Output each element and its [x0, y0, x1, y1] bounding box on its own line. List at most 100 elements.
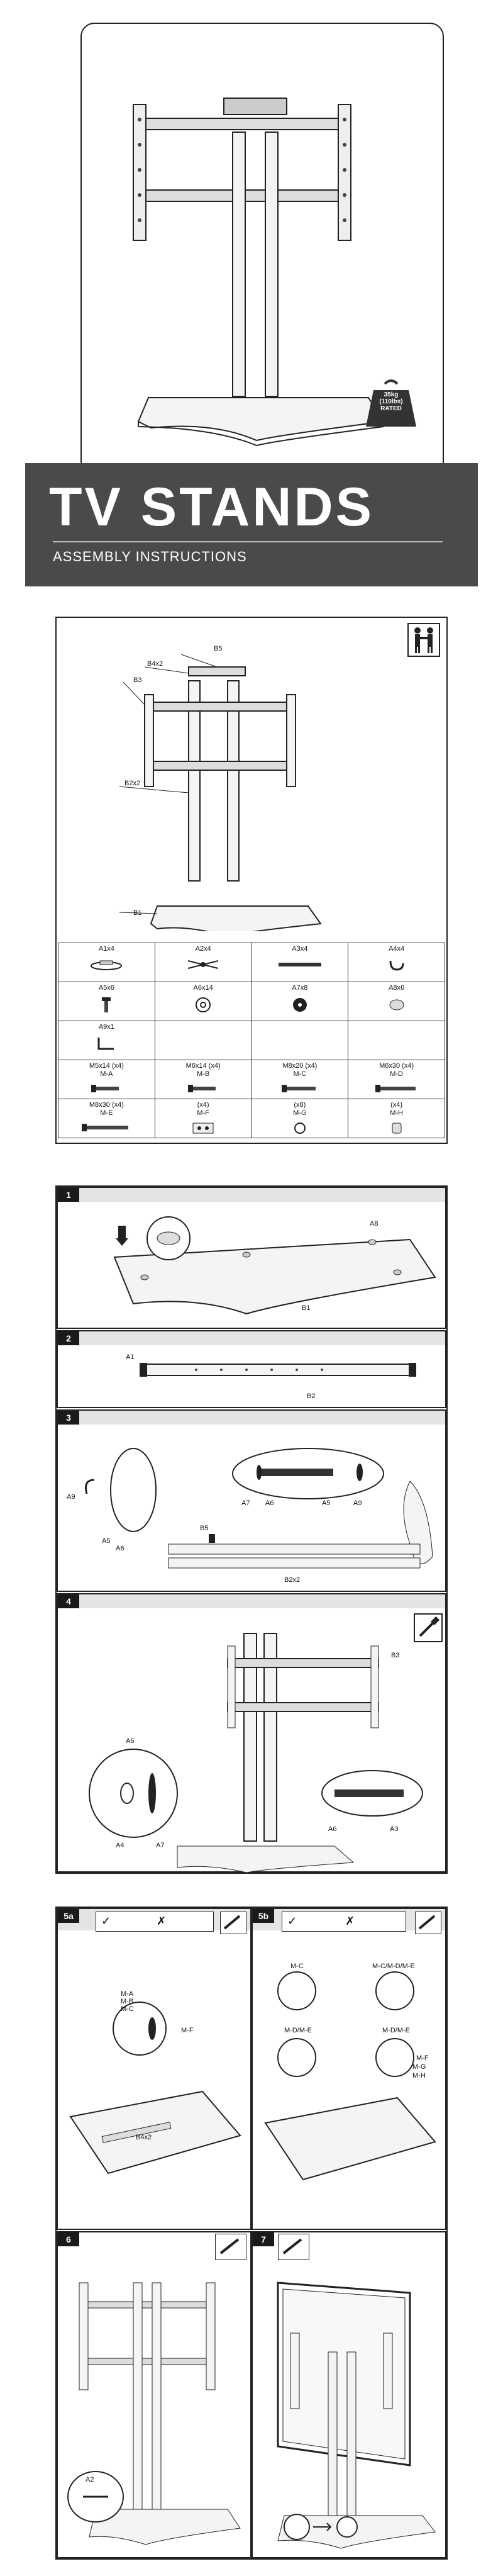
step-5b-label: M-D/M-E [284, 2027, 312, 2034]
part-a7: A7x8 [251, 982, 349, 1021]
part-empty [251, 1021, 349, 1060]
cross-icon: ✗ [345, 1915, 355, 1927]
screwdriver-icon [415, 1912, 441, 1934]
step-1: 1 A8 B1 [57, 1187, 446, 1329]
step-3-label: B5 [200, 1525, 208, 1532]
step-3-label: A5 [322, 1499, 330, 1507]
step-5a-label: M-F [181, 2027, 194, 2034]
part-label: M8x20 (x4) [282, 1062, 318, 1070]
step-5a-label: B4x2 [136, 2134, 152, 2141]
bolt-icon [82, 1124, 129, 1131]
step-3-label: A5 [102, 1537, 110, 1545]
step-6-illustration: A2 [67, 2282, 241, 2545]
part-code: M-D [390, 1070, 403, 1078]
step-3-label: A6 [265, 1499, 274, 1507]
step-5b: 5b ✓ ✗ M-C M-C/M-D/M-E M-D/M-E M-D/M-E M… [252, 1908, 446, 2230]
cross-icon: ✗ [157, 1915, 167, 1927]
cap-icon [389, 999, 404, 1011]
step-5b-illustration: M-C M-C/M-D/M-E M-D/M-E M-D/M-E M-F M-G … [264, 1963, 436, 2181]
step-5b-label: M-G [412, 2063, 426, 2071]
part-label: A4x4 [389, 945, 405, 953]
weight-badge-line2: (110lbs) [379, 398, 403, 405]
step-7-illustration [277, 2282, 436, 2549]
part-m-g: (x8)M-G [251, 1099, 349, 1138]
part-code: M-F [197, 1109, 209, 1117]
part-code: M-H [390, 1109, 403, 1117]
parts-row: A5x6 A6x14 A7x8 A8x6 [58, 982, 445, 1021]
part-a8: A8x6 [348, 982, 445, 1021]
step-5a-label: M-C [121, 2005, 134, 2013]
step-2: 2 A1 B2 [57, 1330, 446, 1408]
step-4-illustration: B3 A6 A4 A7 A6 A3 [89, 1633, 423, 1873]
screw-icon [102, 997, 111, 1012]
check-icon: ✓ [101, 1915, 111, 1927]
step-5a: 5a ✓ ✗ M-A M-B M-C M-F B4x2 [57, 1908, 252, 2230]
label-b2: B2x2 [124, 780, 140, 787]
weight-badge-line1: 35kg [384, 391, 399, 398]
part-label: A5x6 [98, 984, 114, 992]
step-2-label: B2 [307, 1392, 315, 1400]
exploded-view: B5 B4x2 B3 B2x2 B1 [119, 645, 322, 931]
threaded-rod-icon [278, 963, 321, 966]
cover-illustration [133, 98, 416, 447]
two-person-icon [407, 623, 440, 657]
step-1-label: A8 [370, 1220, 378, 1228]
step-4-label: A3 [390, 1825, 398, 1833]
correct-wrong-indicator: ✓ ✗ [96, 1912, 214, 1932]
step-5b-label: M-H [412, 2072, 426, 2080]
bolt-icon [375, 1085, 416, 1092]
step-bar [58, 1411, 445, 1425]
step-number: 4 [58, 1594, 79, 1608]
parts-table: A1x4 A2x4 A3x4 A4x4 A5x6 A6x14 A7x8 A8x6… [58, 943, 445, 1138]
step-3-illustration: A9 A5 A6 B5 A7 A6 A5 A9 B2x2 [67, 1448, 433, 1584]
step-3-label: A7 [241, 1499, 250, 1507]
step-3-label: A6 [116, 1545, 124, 1552]
part-a3: A3x4 [251, 943, 349, 982]
page-title: TV STANDS [49, 477, 374, 537]
spacer-plate-icon [192, 1123, 214, 1134]
step-bar [58, 1594, 445, 1608]
step-6-label: A2 [86, 2476, 94, 2484]
step-5a-label: M-B [121, 1998, 133, 2005]
step-number: 1 [58, 1188, 79, 1202]
part-code: M-C [293, 1070, 307, 1078]
part-label: (x8) [294, 1101, 306, 1109]
step-4: 4 B3 A6 A4 A7 A6 A3 [57, 1593, 446, 1873]
label-b5: B5 [214, 645, 222, 652]
step-6: 6 A2 [57, 2231, 252, 2558]
step-number: 6 [58, 2232, 79, 2246]
screwdriver-icon [414, 1613, 443, 1642]
part-label: M6x14 (x4) [185, 1062, 221, 1070]
parts-row: A1x4 A2x4 A3x4 A4x4 [58, 943, 445, 982]
part-label: A6x14 [193, 984, 213, 992]
part-m-a: M5x14 (x4)M-A [58, 1060, 155, 1099]
step-7: 7 [252, 2231, 446, 2558]
step-number: 3 [58, 1411, 79, 1425]
part-m-c: M8x20 (x4)M-C [251, 1060, 349, 1099]
label-b4: B4x2 [147, 660, 163, 668]
part-m-e: M8x30 (x4)M-E [58, 1099, 155, 1138]
label-b3: B3 [133, 676, 141, 684]
part-label: (x4) [390, 1101, 403, 1109]
bolt-icon [91, 1085, 119, 1092]
part-a1: A1x4 [58, 943, 155, 982]
step-4-label: A6 [126, 1737, 134, 1745]
bolt-icon [281, 1085, 316, 1092]
washer-strap-icon [91, 960, 123, 970]
step-bar [58, 1188, 445, 1202]
step-5b-label: M-F [416, 2054, 429, 2062]
label-b1: B1 [133, 909, 141, 917]
step-1-illustration: A8 B1 [113, 1216, 436, 1315]
screwdriver-icon [220, 1912, 246, 1934]
step-3-label: B2x2 [284, 1576, 300, 1584]
step-3-label: A9 [67, 1493, 75, 1501]
step-3: 3 A9 A5 A6 B5 A7 A6 A5 A9 B2x2 [57, 1409, 446, 1592]
part-m-f: (x4)M-F [154, 1099, 252, 1138]
title-banner [25, 463, 478, 586]
part-code: M-A [100, 1070, 113, 1078]
page-subtitle: ASSEMBLY INSTRUCTIONS [53, 549, 247, 564]
step-5b-label: M-D/M-E [382, 2027, 410, 2034]
part-label: A2x4 [195, 945, 211, 953]
bolt-icon [188, 1085, 216, 1092]
part-code: M-E [100, 1109, 113, 1117]
